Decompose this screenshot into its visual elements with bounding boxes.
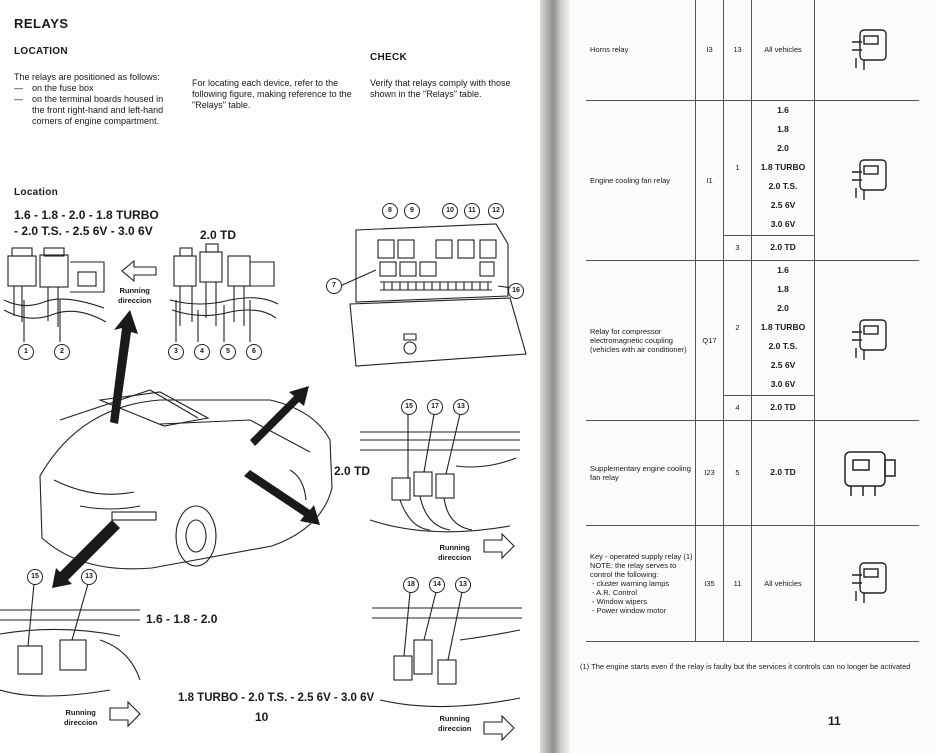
callout-18: 18 [403, 577, 419, 593]
callout-13-bottom-right: 13 [455, 577, 471, 593]
key-relay-list: cluster warning lamps A.R. Control Windo… [590, 579, 695, 615]
relay-code: I1 [695, 100, 724, 261]
callout-12: 12 [488, 203, 504, 219]
left-page: RELAYS LOCATION The relays are positione… [0, 16, 527, 742]
relay-position: 4 [723, 395, 752, 421]
callout-9: 9 [404, 203, 420, 219]
relay-description: Supplementary engine cooling fan relay [586, 420, 696, 526]
location-text: The relays are positioned as follows: —o… [14, 72, 169, 127]
locating-text: For locating each device, refer to the f… [192, 78, 352, 110]
location-intro: The relays are positioned as follows: [14, 72, 160, 82]
relay-icon [852, 319, 887, 360]
callout-1: 1 [18, 344, 34, 360]
variant-petrol-line1: 1.6 - 1.8 - 2.0 - 1.8 TURBO [14, 208, 159, 222]
list-item: Power window motor [597, 606, 695, 615]
variant-td-top: 2.0 TD [200, 228, 237, 242]
relay-versions: 1.6 1.8 2.0 1.8 TURBO 2.0 T.S. 2.5 6V 3.… [751, 100, 815, 236]
location-item: on the fuse box [32, 83, 94, 93]
callout-10: 10 [442, 203, 458, 219]
relay-icon [852, 562, 887, 603]
relay-position: 11 [723, 525, 752, 642]
relay-position: 3 [723, 235, 752, 261]
relays-table: Horns relay I3 13 All vehicles Engine co… [586, 0, 919, 642]
list-item: Window wipers [597, 597, 695, 606]
key-relay-note: NOTE: the relay serves to control the fo… [590, 560, 677, 579]
right-page: Horns relay I3 13 All vehicles Engine co… [570, 0, 936, 753]
footnote: (1) The engine starts even if the relay … [580, 662, 911, 671]
list-item: A.R. Control [596, 588, 695, 597]
running-direction-label: Running direccion [64, 708, 98, 727]
list-item: cluster warning lamps [597, 579, 695, 588]
relay-icon [852, 159, 887, 200]
table-row: 3 2.0 TD [586, 235, 919, 261]
running-direction-label: Running direccion [118, 286, 152, 305]
relay-description: Key - operated supply relay (1) NOTE: th… [586, 525, 696, 642]
relay-image-cell [814, 260, 919, 421]
callout-13-bottom: 13 [81, 569, 97, 585]
relay-code: I35 [695, 525, 724, 642]
key-relay-title: Key - operated supply relay (1) [590, 551, 693, 561]
location-heading: LOCATION [14, 46, 68, 57]
relay-image-cell [814, 0, 919, 101]
callout-14: 14 [429, 577, 445, 593]
relay-description: Horns relay [586, 0, 696, 101]
relay-position: 13 [723, 0, 752, 101]
callout-7: 7 [326, 278, 342, 294]
callout-2: 2 [54, 344, 70, 360]
location-label: Location [14, 187, 59, 198]
variant-bottom-left: 1.6 - 1.8 - 2.0 [146, 612, 218, 626]
relay-code: I23 [695, 420, 724, 526]
relay-location-diagram [0, 223, 527, 742]
table-row: Key - operated supply relay (1) NOTE: th… [586, 525, 919, 642]
relay-code: Q17 [695, 260, 724, 421]
relay-description: Engine cooling fan relay [586, 100, 696, 261]
relay-versions: 2.0 TD [751, 395, 815, 421]
callout-4: 4 [194, 344, 210, 360]
relay-image-cell [814, 100, 919, 261]
callout-15-mid: 15 [401, 399, 417, 415]
relay-versions: 2.0 TD [751, 235, 815, 261]
callout-8: 8 [382, 203, 398, 219]
page-number-right: 11 [828, 714, 841, 728]
callout-11: 11 [464, 203, 480, 219]
page-number-left: 10 [255, 710, 269, 724]
relay-versions: 2.0 TD [751, 420, 815, 526]
table-row: Horns relay I3 13 All vehicles [586, 0, 919, 101]
relay-image-cell [814, 420, 919, 526]
callout-13-mid: 13 [453, 399, 469, 415]
relay-position: 1 [723, 100, 752, 236]
page-title: RELAYS [14, 16, 69, 31]
callout-17: 17 [427, 399, 443, 415]
relay-position: 5 [723, 420, 752, 526]
running-direction-label: Running direccion [438, 543, 472, 562]
callout-15-bottom: 15 [27, 569, 43, 585]
relay-description: Relay for compressor electromagnetic cou… [586, 260, 696, 421]
variant-petrol-line2: - 2.0 T.S. - 2.5 6V - 3.0 6V [14, 224, 153, 238]
relay-vehicles: All vehicles [751, 525, 815, 642]
table-row: Relay for compressor electromagnetic cou… [586, 260, 919, 421]
book-gutter [540, 0, 570, 753]
callout-3: 3 [168, 344, 184, 360]
table-row: 4 2.0 TD [586, 395, 919, 421]
callout-5: 5 [220, 344, 236, 360]
relay-icon [844, 450, 896, 496]
running-direction-label: Running direccion [438, 714, 472, 733]
location-item: on the terminal boards housed in the fro… [32, 94, 164, 126]
relay-position: 2 [723, 260, 752, 396]
relay-code: I3 [695, 0, 724, 101]
check-text: Verify that relays comply with those sho… [370, 78, 511, 99]
relay-versions: 1.6 1.8 2.0 1.8 TURBO 2.0 T.S. 2.5 6V 3.… [751, 260, 815, 396]
callout-16: 16 [508, 283, 524, 299]
relay-image-cell [814, 525, 919, 642]
table-row: Supplementary engine cooling fan relay I… [586, 420, 919, 526]
check-heading: CHECK [370, 52, 408, 63]
table-row: Engine cooling fan relay I1 1 1.6 1.8 2.… [586, 100, 919, 261]
variant-bottom-center: 1.8 TURBO - 2.0 T.S. - 2.5 6V - 3.0 6V [178, 692, 375, 704]
relay-vehicles: All vehicles [751, 0, 815, 101]
relay-icon [852, 29, 887, 70]
callout-6: 6 [246, 344, 262, 360]
variant-td-mid: 2.0 TD [334, 464, 371, 478]
